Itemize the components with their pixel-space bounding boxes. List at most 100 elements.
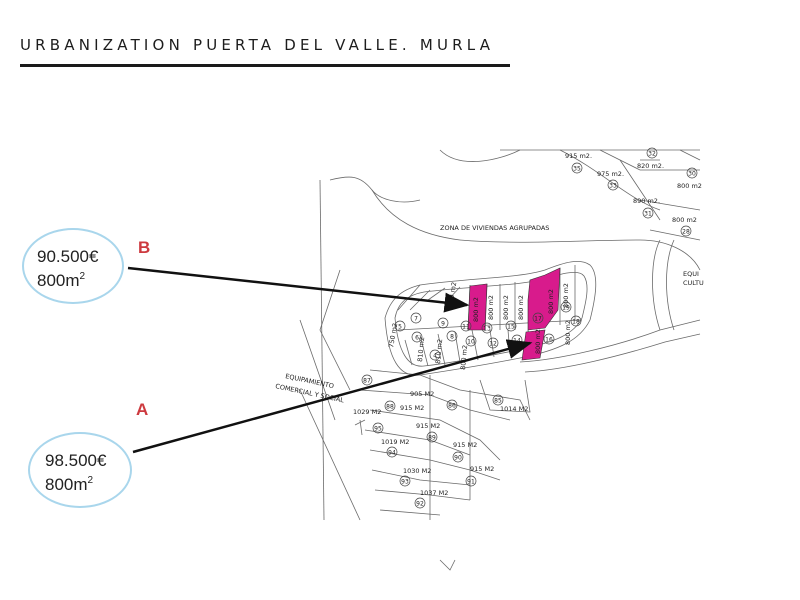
plot-marker: 19 <box>560 301 572 313</box>
plot-marker: 95 <box>372 422 384 434</box>
plot-marker: 32 <box>646 147 658 159</box>
plot-marker: 5 <box>394 320 406 332</box>
svg-text:16: 16 <box>545 337 553 344</box>
plot-marker: 17 <box>532 312 544 324</box>
plot-marker: 86 <box>446 399 458 411</box>
plot-numbers: 32 30 33 31 35 28 5 7 9 11 13 15 17 19 6… <box>361 147 698 509</box>
plot-marker: 92 <box>414 497 426 509</box>
svg-text:35: 35 <box>573 166 581 173</box>
svg-text:12: 12 <box>489 341 497 348</box>
map-text-labels: ZONA DE VIVIENDAS AGRUPADAS EQUIPAMIENTO… <box>275 152 704 497</box>
plot-marker-b: B <box>138 238 151 257</box>
area-text: 800m2 <box>37 271 86 290</box>
svg-text:8: 8 <box>450 334 454 341</box>
area-label: 800 m2 <box>562 283 570 308</box>
svg-text:87: 87 <box>363 378 371 385</box>
svg-text:86: 86 <box>448 403 456 410</box>
svg-text:94: 94 <box>388 450 396 457</box>
svg-text:95: 95 <box>374 426 382 433</box>
area-label: 800 m2 <box>677 182 702 190</box>
area-label: 905 M2 <box>410 390 434 398</box>
area-label: 800 m2 <box>672 216 697 224</box>
svg-text:15: 15 <box>507 324 515 331</box>
plot-marker: 35 <box>571 162 583 174</box>
area-label: 800 m2 <box>487 295 495 320</box>
plot-marker: 89 <box>426 431 438 443</box>
svg-text:19: 19 <box>562 305 570 312</box>
plot-marker: 18 <box>570 315 582 327</box>
area-label: 1014 M2 <box>500 405 528 413</box>
plot-marker: 11 <box>460 320 472 332</box>
area-label: 800 m2 <box>459 345 469 371</box>
svg-text:85: 85 <box>494 398 502 405</box>
plot-marker: 14 <box>511 334 523 346</box>
plot-marker: 13 <box>481 322 493 334</box>
price-bubble-b[interactable]: 90.500€ 800m2 <box>22 228 124 304</box>
area-label: 915 m2. <box>565 152 592 160</box>
area-label: 800 m2 <box>564 320 572 345</box>
svg-text:7: 7 <box>414 316 418 323</box>
svg-text:6: 6 <box>415 335 419 342</box>
svg-text:89: 89 <box>428 435 436 442</box>
svg-text:93: 93 <box>401 479 409 486</box>
svg-text:92: 92 <box>416 501 424 508</box>
area-label: 975 m2. <box>597 170 624 178</box>
equi-label-1: EQUI <box>683 270 699 278</box>
svg-text:11: 11 <box>462 324 470 331</box>
svg-text:30: 30 <box>688 171 696 178</box>
price-text: 90.500€ <box>37 247 99 266</box>
svg-text:28: 28 <box>682 229 690 236</box>
svg-text:31: 31 <box>644 211 652 218</box>
plot-marker: 93 <box>399 475 411 487</box>
area-label: 890 m2. <box>633 197 660 205</box>
plot-marker: 7 <box>410 312 422 324</box>
plot-marker: 85 <box>492 394 504 406</box>
svg-text:10: 10 <box>467 339 475 346</box>
area-label: 810 m2 <box>416 337 426 363</box>
area-label: 915 M2 <box>416 422 440 430</box>
arrow-a <box>132 339 533 454</box>
area-label: 1037 M2 <box>420 489 448 497</box>
area-label: 1030 M2 <box>403 467 431 475</box>
svg-text:9: 9 <box>441 321 445 328</box>
svg-text:33: 33 <box>609 183 617 190</box>
svg-text:13: 13 <box>483 326 491 333</box>
svg-text:32: 32 <box>648 151 656 158</box>
area-label: 820 m2. <box>637 162 664 170</box>
equipment-label-2: COMERCIAL Y SOCIAL <box>275 382 345 404</box>
plot-marker: 94 <box>386 446 398 458</box>
svg-text:91: 91 <box>467 479 475 486</box>
zone-label: ZONA DE VIVIENDAS AGRUPADAS <box>440 224 549 232</box>
plot-marker: 9 <box>437 317 449 329</box>
plot-marker: 90 <box>452 451 464 463</box>
highlighted-plot-b[interactable] <box>467 283 488 331</box>
price-text: 98.500€ <box>45 451 107 470</box>
area-label: 800 m2 <box>547 289 555 314</box>
area-label: 1029 M2 <box>353 408 381 416</box>
plot-marker: 87 <box>361 374 373 386</box>
area-label: 800 m2 <box>517 295 525 320</box>
plot-marker: 12 <box>487 337 499 349</box>
plot-marker: 28 <box>680 225 692 237</box>
plot-marker: 4 <box>429 349 441 361</box>
area-label: 800 m2 <box>534 329 542 354</box>
area-text: 800m2 <box>45 475 94 494</box>
map-linework <box>299 149 701 571</box>
area-label: 915 M2 <box>453 441 477 449</box>
plot-marker: 10 <box>465 335 477 347</box>
area-label: 915 M2 <box>470 465 494 473</box>
svg-text:88: 88 <box>386 404 394 411</box>
plot-marker-a: A <box>136 400 149 419</box>
plot-marker: 88 <box>384 400 396 412</box>
svg-text:90: 90 <box>454 455 462 462</box>
highlighted-plot-a[interactable] <box>527 267 561 331</box>
plot-marker: 91 <box>465 475 477 487</box>
plot-marker: 33 <box>607 179 619 191</box>
plot-marker: 15 <box>505 320 517 332</box>
plot-marker: 30 <box>686 167 698 179</box>
page-title: URBANIZATION PUERTA DEL VALLE. MURLA <box>20 36 495 54</box>
price-bubble-a[interactable]: 98.500€ 800m2 <box>28 432 132 508</box>
plot-marker: 16 <box>543 333 555 345</box>
svg-text:18: 18 <box>572 319 580 326</box>
